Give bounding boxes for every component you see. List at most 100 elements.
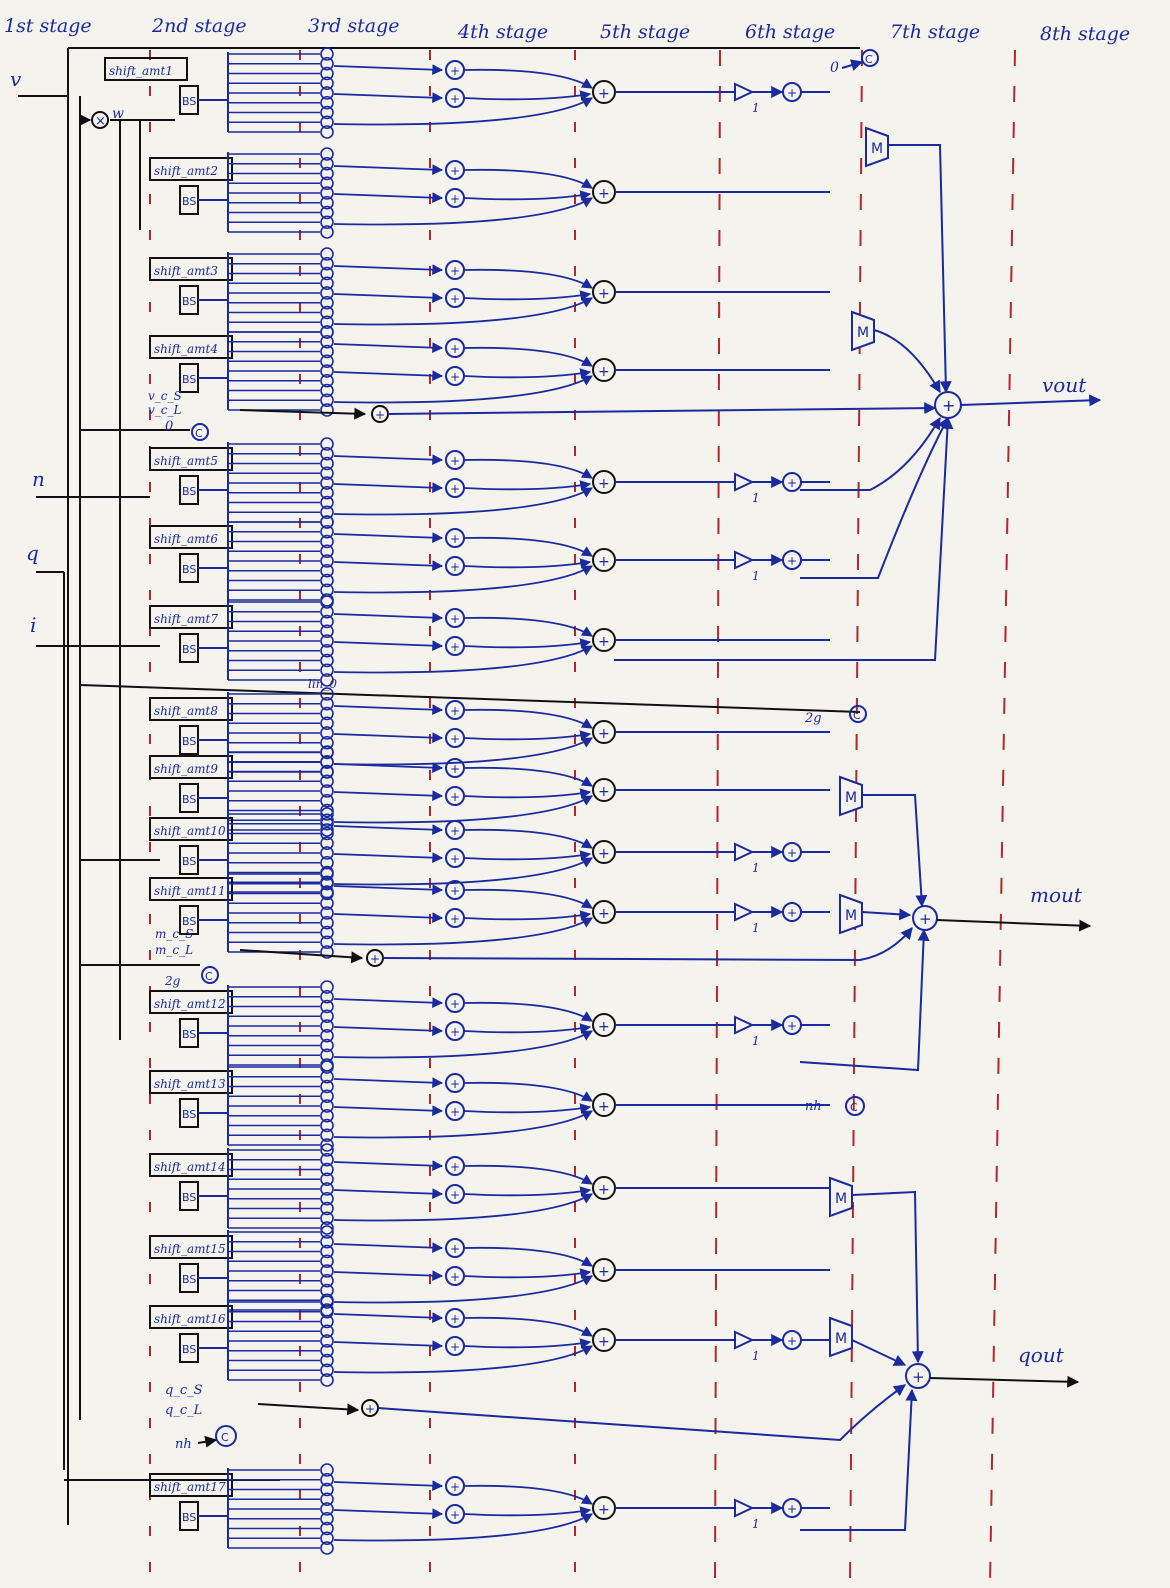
shift-block: shift_amt1BS+++1+ [105,48,830,138]
mux-label: M [845,908,857,924]
delay-triangle [735,1500,752,1516]
plus-symbol: + [450,264,460,278]
shift-label: shift_amt5 [154,454,218,468]
plus-symbol: + [450,1105,460,1119]
shift-label: shift_amt14 [154,1160,226,1174]
shift-label: shift_amt13 [154,1077,226,1091]
plus-symbol: + [450,912,460,926]
stage-label: 3rd stage [308,15,400,37]
two-g-label: 2g [804,711,822,726]
plus-symbol: + [598,1264,610,1280]
plus-symbol: + [598,846,610,862]
shift-label: shift_amt8 [154,704,218,718]
bs-label: BS [182,793,196,806]
input-i-label: i [30,613,36,637]
plus-symbol: + [450,92,460,106]
shift-label: shift_amt16 [154,1312,226,1326]
stage-label: 6th stage [745,21,835,43]
shift-block: shift_amt12BS+++1+ [150,981,830,1071]
plus-symbol: + [450,532,460,546]
plus-symbol: + [787,86,797,100]
output-vout-label: vout [1042,373,1087,397]
plus-symbol: + [450,852,460,866]
plus-symbol: + [598,476,610,492]
bs-label: BS [182,1273,196,1286]
plus-symbol: + [450,1480,460,1494]
nh-label: nh [175,1437,192,1452]
plus-symbol: + [598,86,610,102]
plus-symbol: + [450,704,460,718]
comp-label: C [205,970,213,983]
shift-label: shift_amt4 [154,342,218,356]
zero-label: 0 [165,419,173,434]
mux-label: M [845,790,857,806]
plus-symbol: + [450,790,460,804]
output-wire [888,145,946,392]
generated-blocks: shift_amt1BS+++1+shift_amt2BS+++shift_am… [105,48,948,1554]
one-label: 1 [752,861,760,875]
one-label: 1 [752,491,760,505]
output-wire [852,1340,905,1365]
plus-symbol: + [598,1019,610,1035]
shift-label: shift_amt10 [154,824,226,838]
comp-label: C [865,53,873,66]
plus-symbol: + [942,396,955,415]
output-wire [800,418,948,578]
bs-label: BS [182,1108,196,1121]
shift-block: shift_amt8BS+++ [150,688,830,778]
one-label: 1 [752,1517,760,1531]
plus-symbol: + [450,1312,460,1326]
output-wire [862,912,910,915]
plus-symbol: + [598,906,610,922]
q-selector: q_c_S q_c_L nh C + [165,1383,905,1452]
plus-symbol: + [598,1099,610,1115]
plus-symbol: + [787,476,797,490]
stage-label: 8th stage [1040,23,1130,45]
comp-label: C [853,709,861,722]
shift-block: shift_amt9BS+++ [150,746,830,836]
plus-symbol: + [450,1340,460,1354]
shift-label: shift_amt15 [154,1242,226,1256]
plus-symbol: + [598,1182,610,1198]
output-mout-label: mout [1030,883,1083,907]
mult-symbol: × [95,114,106,129]
plus-symbol: + [450,292,460,306]
output-wire [874,330,940,392]
plus-symbol: + [450,164,460,178]
bs-label: BS [182,1028,196,1041]
plus-symbol: + [450,732,460,746]
shift-block: shift_amt4BS+++ [150,326,830,416]
plus-symbol: + [450,640,460,654]
plus-symbol: + [787,1019,797,1033]
plus-symbol: + [450,454,460,468]
q-sel-l: q_c_L [165,1403,202,1418]
output-qout-label: qout [1018,1343,1065,1367]
mux-label: M [835,1331,847,1347]
shift-label: shift_amt3 [154,264,218,278]
plus-symbol: + [450,482,460,496]
stage-label: 2nd stage [151,15,247,37]
shift-label: shift_amt17 [154,1480,226,1494]
bs-label: BS [182,195,196,208]
input-labels: v n q i [10,67,45,637]
delay-triangle [735,552,752,568]
plus-symbol: + [450,370,460,384]
plus-symbol: + [450,1188,460,1202]
output-wire [862,795,922,906]
plus-symbol: + [598,186,610,202]
m-sel-s: m_c_S [155,927,193,941]
input-v-label: v [10,67,22,91]
shift-label: shift_amt6 [154,532,218,546]
stage-headers: 1st stage 2nd stage 3rd stage 4th stage … [4,15,1130,45]
delay-triangle [735,904,752,920]
plus-symbol: + [450,560,460,574]
shift-label: shift_amt11 [154,884,226,898]
v-sel-s: v_c_S [148,389,182,403]
shift-block: shift_amt5BS+++1+ [150,438,830,528]
plus-symbol: + [919,910,932,928]
bs-label: BS [182,643,196,656]
plus-symbol: + [598,286,610,302]
delay-triangle [735,844,752,860]
